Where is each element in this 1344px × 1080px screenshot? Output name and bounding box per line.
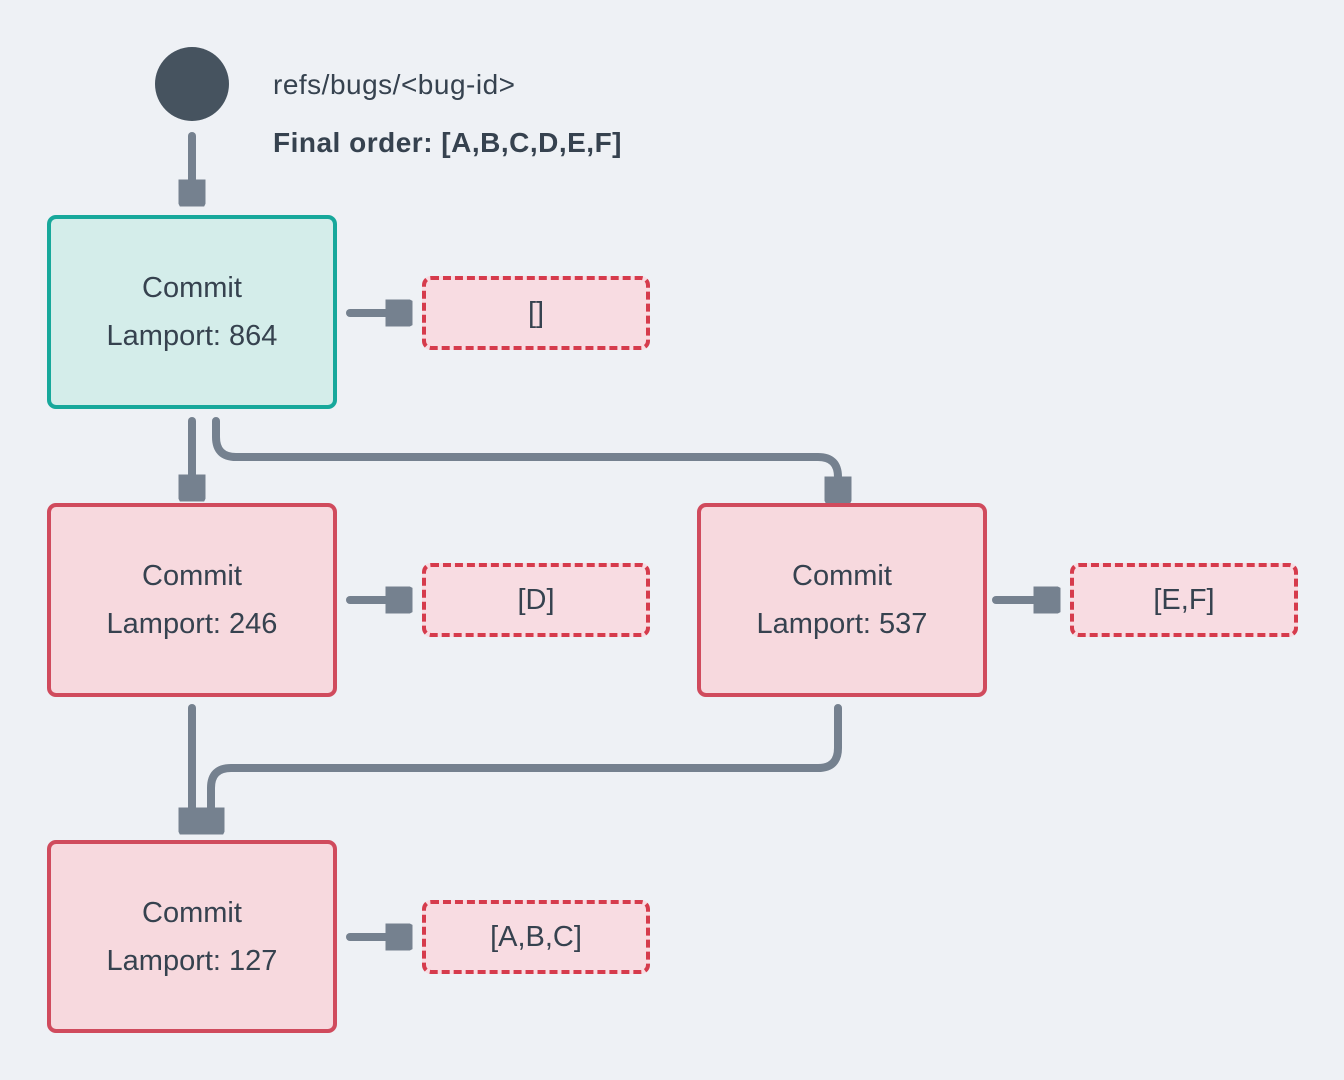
commit-title: Commit (142, 560, 242, 592)
ref-name-label: refs/bugs/<bug-id> (273, 69, 516, 100)
arrow-commit-864-to-commit-537 (212, 417, 838, 479)
commit-node-127: Commit Lamport: 127 (47, 840, 337, 1033)
commit-lamport: Lamport: 246 (106, 608, 278, 640)
payload-node-127: [A,B,C] (422, 900, 650, 974)
commit-node-537: Commit Lamport: 537 (697, 503, 987, 697)
payload-node-537: [E,F] (1070, 563, 1298, 637)
commit-title: Commit (142, 896, 242, 929)
commit-lamport: Lamport: 537 (756, 608, 928, 640)
payload-value: [D] (517, 583, 555, 616)
payload-node-246: [D] (422, 563, 650, 637)
arrow-commit-537-to-commit-127 (211, 704, 842, 810)
commit-lamport: Lamport: 864 (106, 320, 278, 352)
commit-lamport: Lamport: 127 (106, 944, 278, 977)
ref-head-circle (155, 47, 229, 121)
payload-node-864: [] (422, 276, 650, 350)
commit-node-864: Commit Lamport: 864 (47, 215, 337, 409)
payload-value: [A,B,C] (490, 920, 582, 953)
commit-title: Commit (142, 272, 242, 304)
payload-value: [] (527, 296, 545, 329)
payload-value: [E,F] (1153, 583, 1215, 616)
commit-node-246: Commit Lamport: 246 (47, 503, 337, 697)
commit-title: Commit (792, 560, 892, 592)
final-order-label: Final order: [A,B,C,D,E,F] (273, 127, 622, 158)
